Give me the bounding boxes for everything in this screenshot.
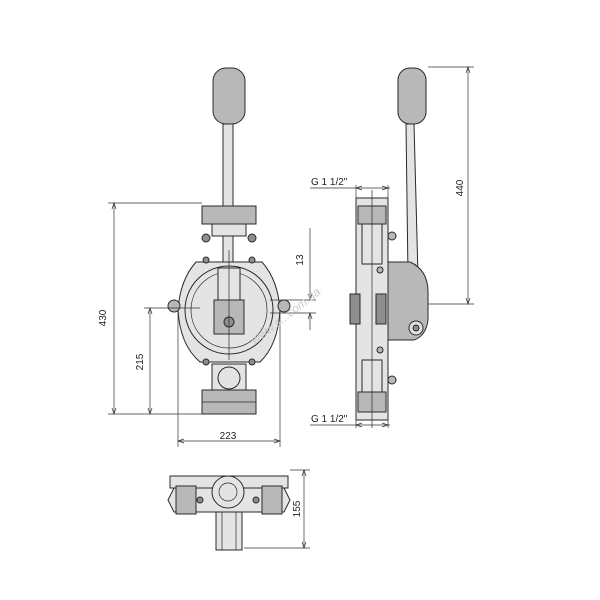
handle-rod — [222, 123, 234, 265]
handle-grip — [212, 67, 246, 125]
dim-223-label: 223 — [220, 431, 237, 442]
side-dimensions: 440 G 1 1/2" G 1 1/2" — [310, 65, 474, 428]
front-dimensions: 430 215 223 13 — [98, 201, 316, 447]
dim-440-label: 440 — [455, 179, 466, 196]
dim-155-label: 155 — [292, 500, 303, 517]
dim-13-label: 13 — [295, 254, 306, 266]
front-view — [167, 67, 291, 415]
side-handle-grip — [397, 67, 427, 125]
dim-430-label: 430 — [98, 309, 109, 326]
bottom-dimensions: 155 — [244, 468, 310, 550]
bottom-view — [167, 475, 291, 551]
port-bottom-label: G 1 1/2" — [311, 414, 348, 425]
port-top-label: G 1 1/2" — [311, 177, 348, 188]
side-view — [349, 67, 429, 428]
top-flange — [201, 205, 257, 225]
dim-215-label: 215 — [135, 353, 146, 370]
